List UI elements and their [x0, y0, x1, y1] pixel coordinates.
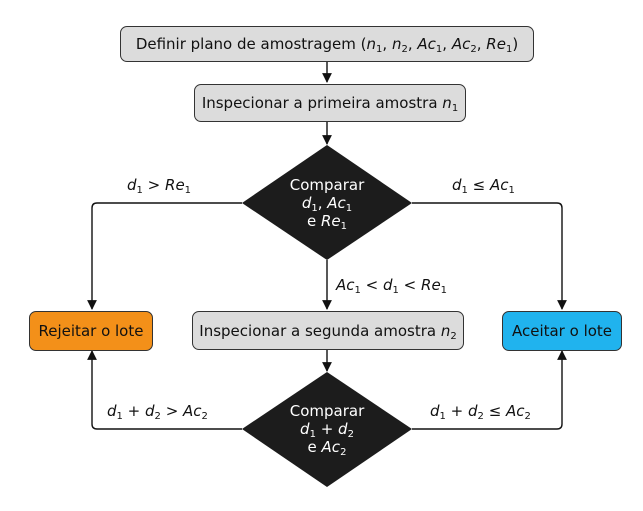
node-inspect-second: Inspecionar a segunda amostra n2 [192, 311, 464, 350]
node-define-plan: Definir plano de amostragem (n1, n2, Ac1… [120, 26, 534, 62]
arrow-compare1-to-accept [412, 202, 567, 310]
edge-label-accept-2: d1 + d2 ≤ Ac2 [430, 402, 531, 422]
edge-label-accept-1: d1 ≤ Ac1 [452, 176, 515, 196]
arrow-compare2-to-accept [412, 350, 567, 430]
node-inspect-second-label: Inspecionar a segunda amostra n2 [199, 321, 457, 342]
node-accept: Aceitar o lote [502, 311, 622, 351]
edge-label-continue: Ac1 < d1 < Re1 [336, 276, 448, 296]
node-accept-label: Aceitar o lote [511, 322, 613, 340]
arrow-compare2-to-reject [87, 350, 242, 430]
decision-2-line3: e Ac2 [307, 438, 347, 458]
edge-label-reject-2: d1 + d2 > Ac2 [107, 402, 208, 422]
decision-diamond-1 [242, 145, 412, 260]
node-inspect-first-label: Inspecionar a primeira amostra n1 [201, 94, 459, 114]
decision-1-line2: d1, Ac1 [301, 194, 353, 214]
arrow-compare1-to-reject [87, 202, 242, 310]
node-define-plan-label: Definir plano de amostragem (n1, n2, Ac1… [135, 35, 519, 55]
node-reject: Rejeitar o lote [29, 311, 153, 351]
node-inspect-first: Inspecionar a primeira amostra n1 [194, 84, 466, 122]
decision-2-line2: d1 + d2 [300, 420, 354, 440]
decision-1-line1: Comparar [289, 176, 365, 194]
decision-2-line1: Comparar [289, 402, 365, 420]
decision-diamond-2 [242, 372, 412, 487]
decision-1-label: Comparar d1, Ac1 e Re1 [267, 176, 387, 232]
node-reject-label: Rejeitar o lote [38, 322, 144, 340]
edge-label-reject-1: d1 > Re1 [127, 176, 192, 196]
decision-2-label: Comparar d1 + d2 e Ac2 [267, 402, 387, 458]
decision-1-line3: e Re1 [306, 212, 348, 232]
